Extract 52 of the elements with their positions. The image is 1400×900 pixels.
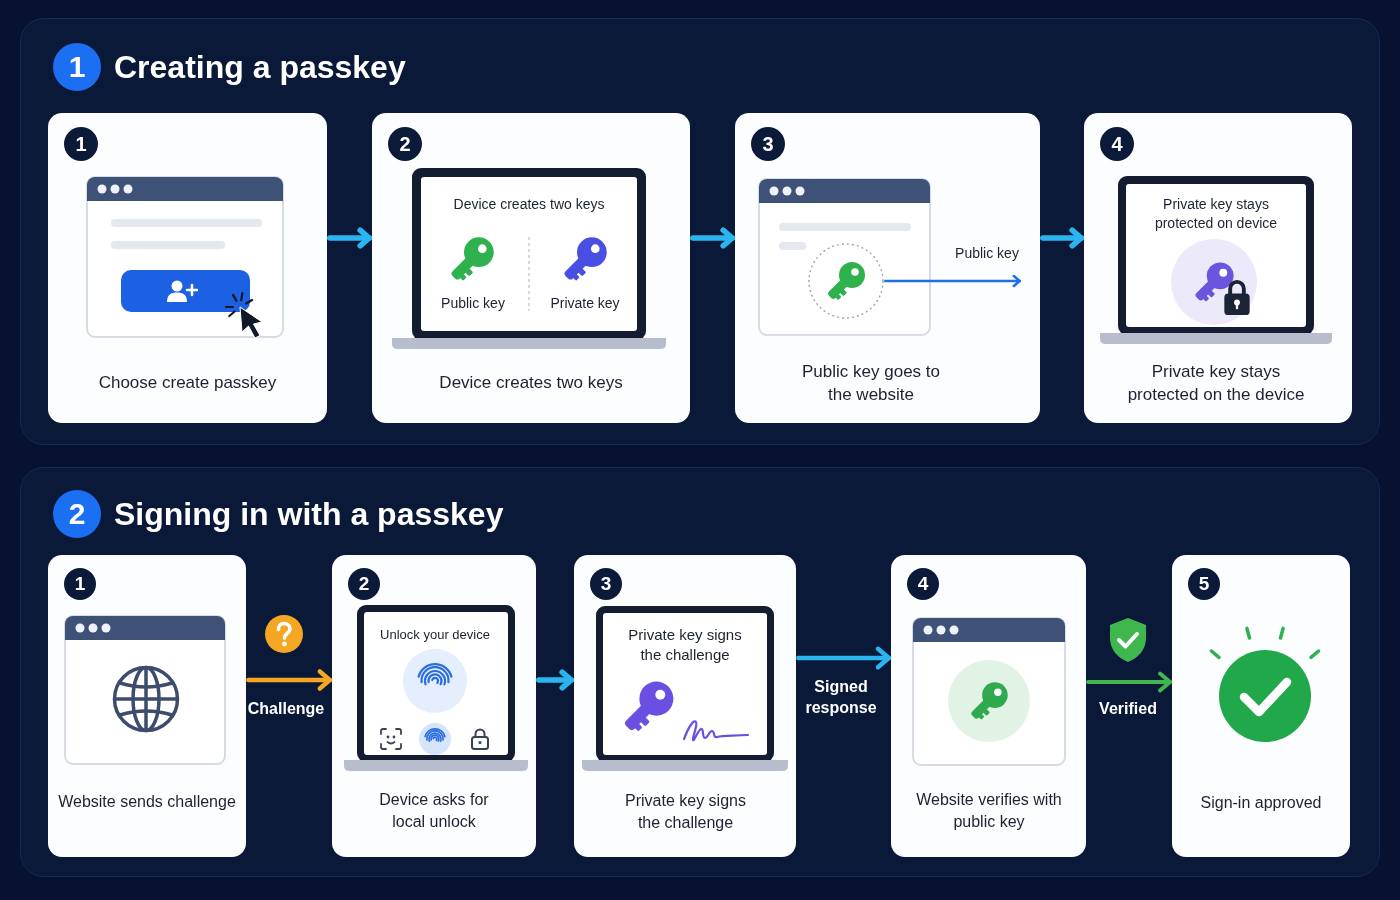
step-card [372,113,690,423]
key-label: Private key [550,294,620,313]
step-number-badge: 1 [64,568,96,600]
section-title: Signing in with a passkey [114,495,504,534]
arrow [1086,671,1172,693]
arrow [884,274,1021,288]
step-caption: Public key goes to the website [801,361,941,406]
section-title: Creating a passkey [114,48,406,87]
screen-text: Unlock your device [380,626,490,644]
edge-label: Signed response [804,677,878,718]
step-caption: Device asks for local unlock [378,790,490,832]
step-number-badge: 5 [1188,568,1220,600]
step-number-badge: 3 [751,127,785,161]
step-card [332,555,536,857]
step-card [574,555,796,857]
screen-text: Private key stays protected on device [1153,195,1279,233]
dotted-circle [808,243,884,319]
step-number-badge: 2 [388,127,422,161]
step-caption: Private key signs the challenge [624,791,747,833]
step-card [891,555,1086,857]
step-number-badge: 2 [348,568,380,600]
screen-text: Private key signs the challenge [627,625,743,665]
step-caption: Website verifies with public key [915,790,1063,832]
section-panel [20,18,1380,445]
step-number-badge: 3 [590,568,622,600]
step-caption: Website sends challenge [58,792,236,812]
screen-text: Device creates two keys [453,195,605,214]
arrow [327,227,373,249]
step-card [735,113,1040,423]
step-number-badge: 1 [64,127,98,161]
step-caption: Sign-in approved [1200,793,1322,813]
section-panel [20,467,1380,877]
arrow [246,669,333,691]
step-card [1172,555,1350,857]
arrow [690,227,736,249]
edge-label: Verified [1099,698,1157,719]
step-caption: Device creates two keys [439,372,623,394]
section-number-badge: 2 [53,490,101,538]
step-card [48,113,327,423]
step-card [48,555,246,857]
arrow [796,646,892,670]
edge-label: Public key [955,244,1019,262]
section-number-badge: 1 [53,43,101,91]
step-caption: Private key stays protected on the device [1126,361,1306,406]
step-number-badge: 4 [907,568,939,600]
step-card [1084,113,1352,423]
arrow [536,669,575,691]
edge-label: Challenge [247,698,325,719]
step-number-badge: 4 [1100,127,1134,161]
key-label: Public key [441,294,505,313]
arrow [1040,227,1085,249]
step-caption: Choose create passkey [98,372,277,394]
